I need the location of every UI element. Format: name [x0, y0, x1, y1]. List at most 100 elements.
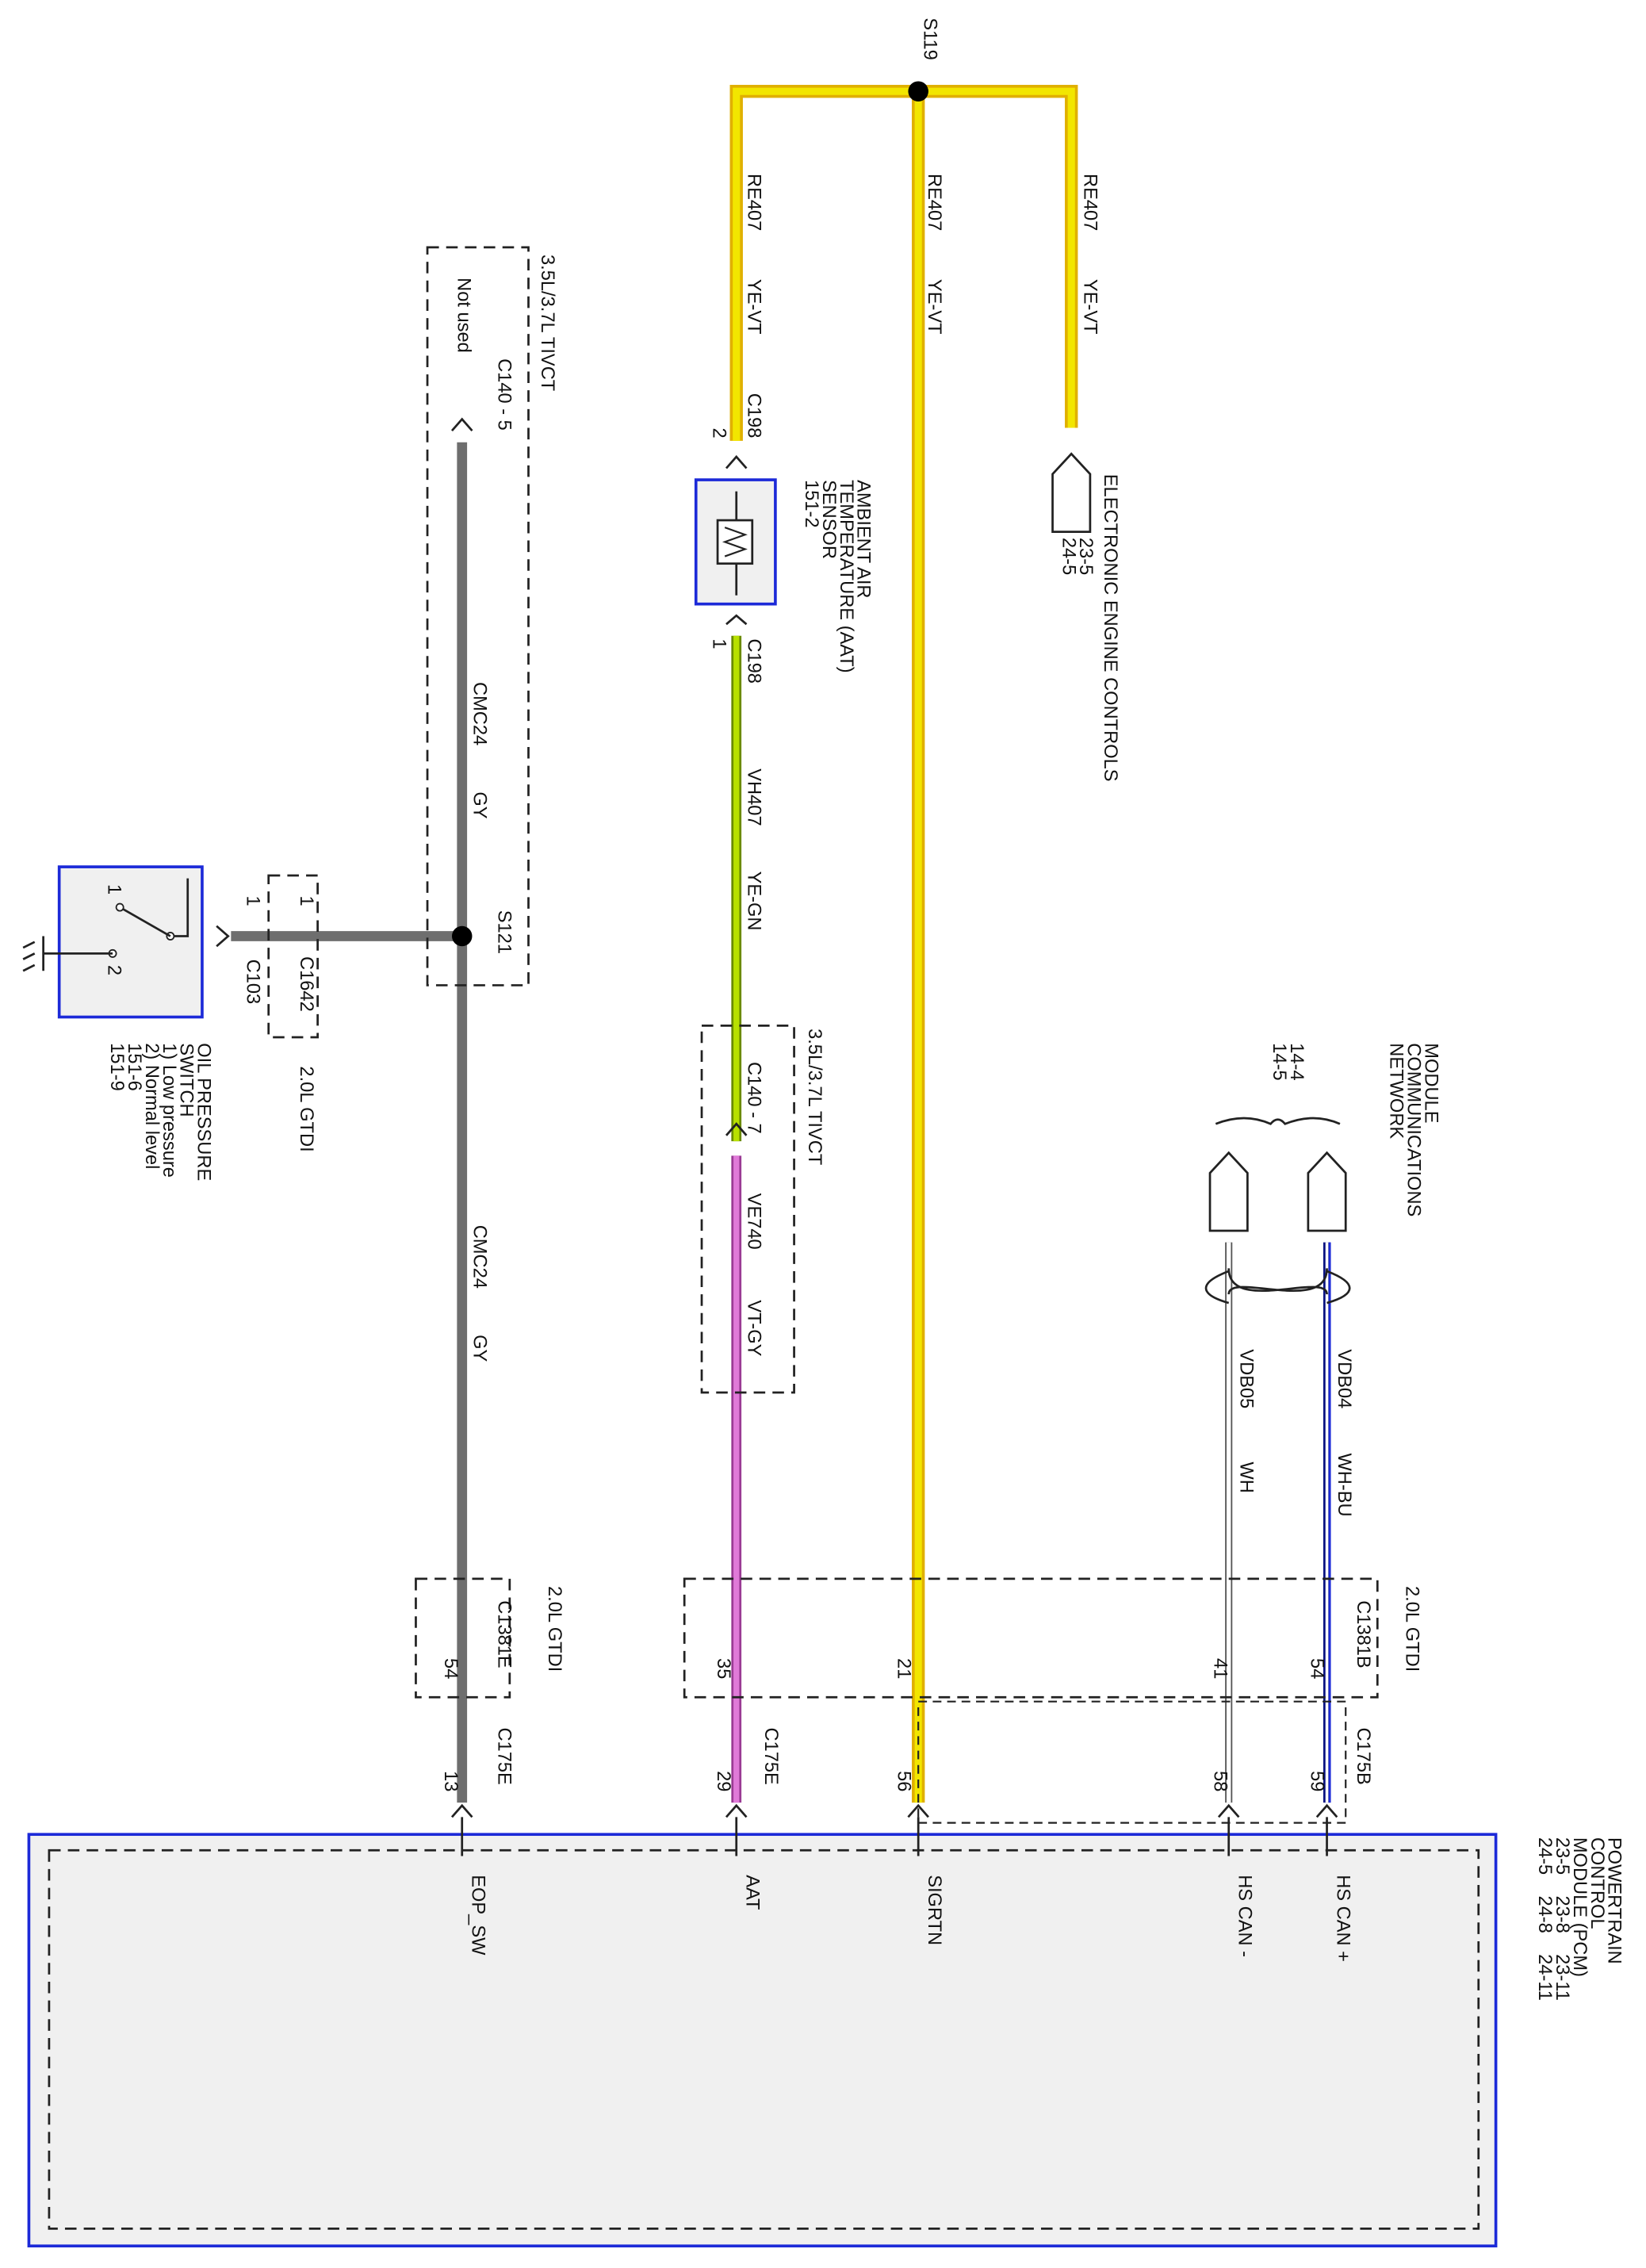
- variant-box-tivct-lower: 3.5L/3.7L TIVCT C140 - 7: [700, 1025, 825, 1394]
- splice-s121-label: S121: [493, 910, 514, 954]
- wire-label-vdb05: VDB05: [1235, 1349, 1256, 1408]
- variant-box-c1381b: C1381B 2.0L GTDI 35 21 41 54: [683, 1577, 1422, 1699]
- twisted-pair-symbol: [1204, 1268, 1351, 1304]
- pcm-pin-eop-sw: EOP_SW: [467, 1875, 488, 1956]
- pcm-label-5: 24-5 24-8 24-11: [1534, 1837, 1555, 2001]
- mcn-label-3: NETWORK: [1386, 1043, 1407, 1139]
- eec-ref-1: 23-5: [1075, 538, 1096, 575]
- c1381b-pin41: 41: [1210, 1658, 1231, 1679]
- wire-label-vdb04: VDB04: [1334, 1349, 1354, 1408]
- pin-56: 56: [894, 1771, 914, 1791]
- oil-label-1: OIL PRESSURE: [193, 1043, 213, 1181]
- gtdi-c1642-label: 2.0L GTDI: [296, 1066, 316, 1151]
- gtdi-c1381b-label: 2.0L GTDI: [1402, 1586, 1422, 1672]
- oil-label-5: 151-6: [124, 1043, 144, 1091]
- variant-box-c1381e: C1381E 54 2.0L GTDI: [415, 1577, 565, 1699]
- pcm-label-1: POWERTRAIN: [1604, 1837, 1625, 1964]
- wire-re407-top: [729, 85, 1078, 441]
- c198-bottom-label: C198: [743, 638, 764, 684]
- wire-label-re407-right: RE407: [1080, 174, 1101, 231]
- c1381b-pin54: 54: [1307, 1658, 1327, 1679]
- wire-color-re407-right: YE-VT: [1080, 279, 1101, 335]
- c198-pin2: 2: [709, 428, 729, 439]
- eec-ref-2: 24-5: [1058, 538, 1078, 575]
- switch-symbol: [170, 878, 189, 937]
- oil-pressure-switch: 1 2 1 C103 OIL PRESSURE SWITCH 1) Low pr…: [22, 865, 262, 1181]
- pcm-pin-aat: AAT: [741, 1875, 762, 1910]
- variant-box-c1642: 1 C1642 2.0L GTDI: [267, 874, 319, 1152]
- pin-29: 29: [713, 1771, 733, 1791]
- wire-color-re407-left: YE-VT: [743, 279, 764, 335]
- pcm-label-2: CONTROL: [1587, 1837, 1607, 1929]
- wire-color-vdb05: WH: [1235, 1462, 1256, 1492]
- aat-sensor: AMBIENT AIR TEMPERATURE (AAT) SENSOR 151…: [694, 478, 874, 673]
- wire-color-vh407: YE-GN: [743, 872, 764, 931]
- pcm-pin-hs-can-plus: HS CAN +: [1332, 1875, 1353, 1962]
- pcm-fill: [27, 1833, 1498, 2248]
- mcn-label-2: COMMUNICATIONS: [1403, 1043, 1424, 1216]
- c1381b-label: C1381B: [1353, 1600, 1373, 1668]
- wire-color-vdb04: WH-BU: [1334, 1453, 1354, 1516]
- c175b-label: C175B: [1353, 1727, 1373, 1784]
- c198-pin1: 1: [709, 638, 729, 649]
- aat-label-1: AMBIENT AIR: [853, 480, 874, 598]
- variant-box-tivct-upper: 3.5L/3.7L TIVCT Not used C140 - 5: [426, 246, 557, 987]
- tivct-upper-label: 3.5L/3.7L TIVCT: [537, 255, 557, 391]
- oil-label-6: 151-9: [106, 1043, 127, 1091]
- mcn-label-1: MODULE: [1420, 1043, 1441, 1123]
- aat-label-3: SENSOR: [818, 480, 839, 559]
- wire-label-re407-mid: RE407: [924, 174, 944, 231]
- wire-label-re407-left: RE407: [743, 174, 764, 231]
- brace-icon: [1215, 1117, 1341, 1125]
- pcm-pin-sigrtn: SIGRTN: [924, 1875, 944, 1945]
- not-used-label: Not used: [453, 278, 473, 353]
- pcm-label-4: 23-5 23-8 23-11: [1552, 1837, 1572, 2001]
- pcm-label-3: MODULE (PCM): [1569, 1837, 1590, 1977]
- c103-label: C103: [242, 960, 262, 1005]
- splice-s119: [908, 81, 928, 102]
- c1381e-pin: 54: [440, 1658, 461, 1679]
- pcm-pin-hs-can-minus: HS CAN -: [1234, 1875, 1254, 1957]
- mcn-ref-1: 14-4: [1286, 1043, 1307, 1080]
- c140-5-label: C140 - 5: [493, 358, 514, 431]
- pin-13: 13: [440, 1771, 461, 1791]
- module-comm-network: MODULE COMMUNICATIONS NETWORK 14-4 14-5: [1208, 1043, 1441, 1232]
- tivct-lower-label: 3.5L/3.7L TIVCT: [804, 1029, 825, 1165]
- aat-label-2: TEMPERATURE (AAT): [836, 480, 856, 673]
- c198-connector: C198 2 C198 1: [709, 393, 764, 684]
- wire-label-cmc24-bottom: CMC24: [469, 1225, 489, 1289]
- pcm-inner-border: [48, 1848, 1480, 2230]
- eec-label: ELECTRONIC ENGINE CONTROLS: [1100, 474, 1120, 782]
- oil-label-4: 2) Normal level: [141, 1043, 162, 1169]
- wire-color-cmc24-bottom: GY: [469, 1335, 489, 1362]
- oil-label-2: SWITCH: [176, 1043, 197, 1117]
- oil-switch-pin2: 2: [104, 965, 124, 975]
- c1381b-pin21: 21: [894, 1658, 914, 1679]
- c1642-label: C1642: [296, 956, 316, 1012]
- wire-color-re407-mid: YE-VT: [924, 279, 944, 335]
- pcm-module: [27, 1833, 1498, 2248]
- wire-color-ve740: VT-GY: [743, 1300, 764, 1356]
- c1381b-pin35: 35: [713, 1658, 733, 1679]
- splice-s121: [451, 925, 473, 947]
- wire-color-cmc24-top: GY: [469, 791, 489, 818]
- electronic-engine-controls-connector: ELECTRONIC ENGINE CONTROLS 23-5 24-5: [1051, 452, 1120, 782]
- wire-label-vh407: VH407: [743, 768, 764, 826]
- mcn-ref-2: 14-5: [1269, 1043, 1289, 1080]
- c1381e-label: C1381E: [493, 1600, 514, 1668]
- gtdi-c1381e-label: 2.0L GTDI: [544, 1586, 565, 1672]
- c1642-pin: 1: [296, 896, 316, 906]
- oil-switch-box: [57, 865, 204, 1019]
- c140-7-label: C140 - 7: [743, 1062, 764, 1134]
- splice-s119-label: S119: [919, 17, 940, 60]
- wire-label-cmc24-top: CMC24: [469, 682, 489, 745]
- pcm-title: POWERTRAIN CONTROL MODULE (PCM) 23-5 23-…: [1534, 1837, 1624, 2001]
- c198-top-label: C198: [743, 393, 764, 439]
- oil-switch-pin1: 1: [104, 884, 124, 895]
- ground-icon: [22, 936, 44, 972]
- c175b-dashed-box: [917, 1700, 1347, 1824]
- c175-connectors: C175E C175E C175B 13 29 56 58 59: [440, 1700, 1373, 1856]
- pin-58: 58: [1210, 1771, 1231, 1791]
- aat-label-4: 151-2: [801, 480, 821, 528]
- wire-label-ve740: VE740: [743, 1193, 764, 1250]
